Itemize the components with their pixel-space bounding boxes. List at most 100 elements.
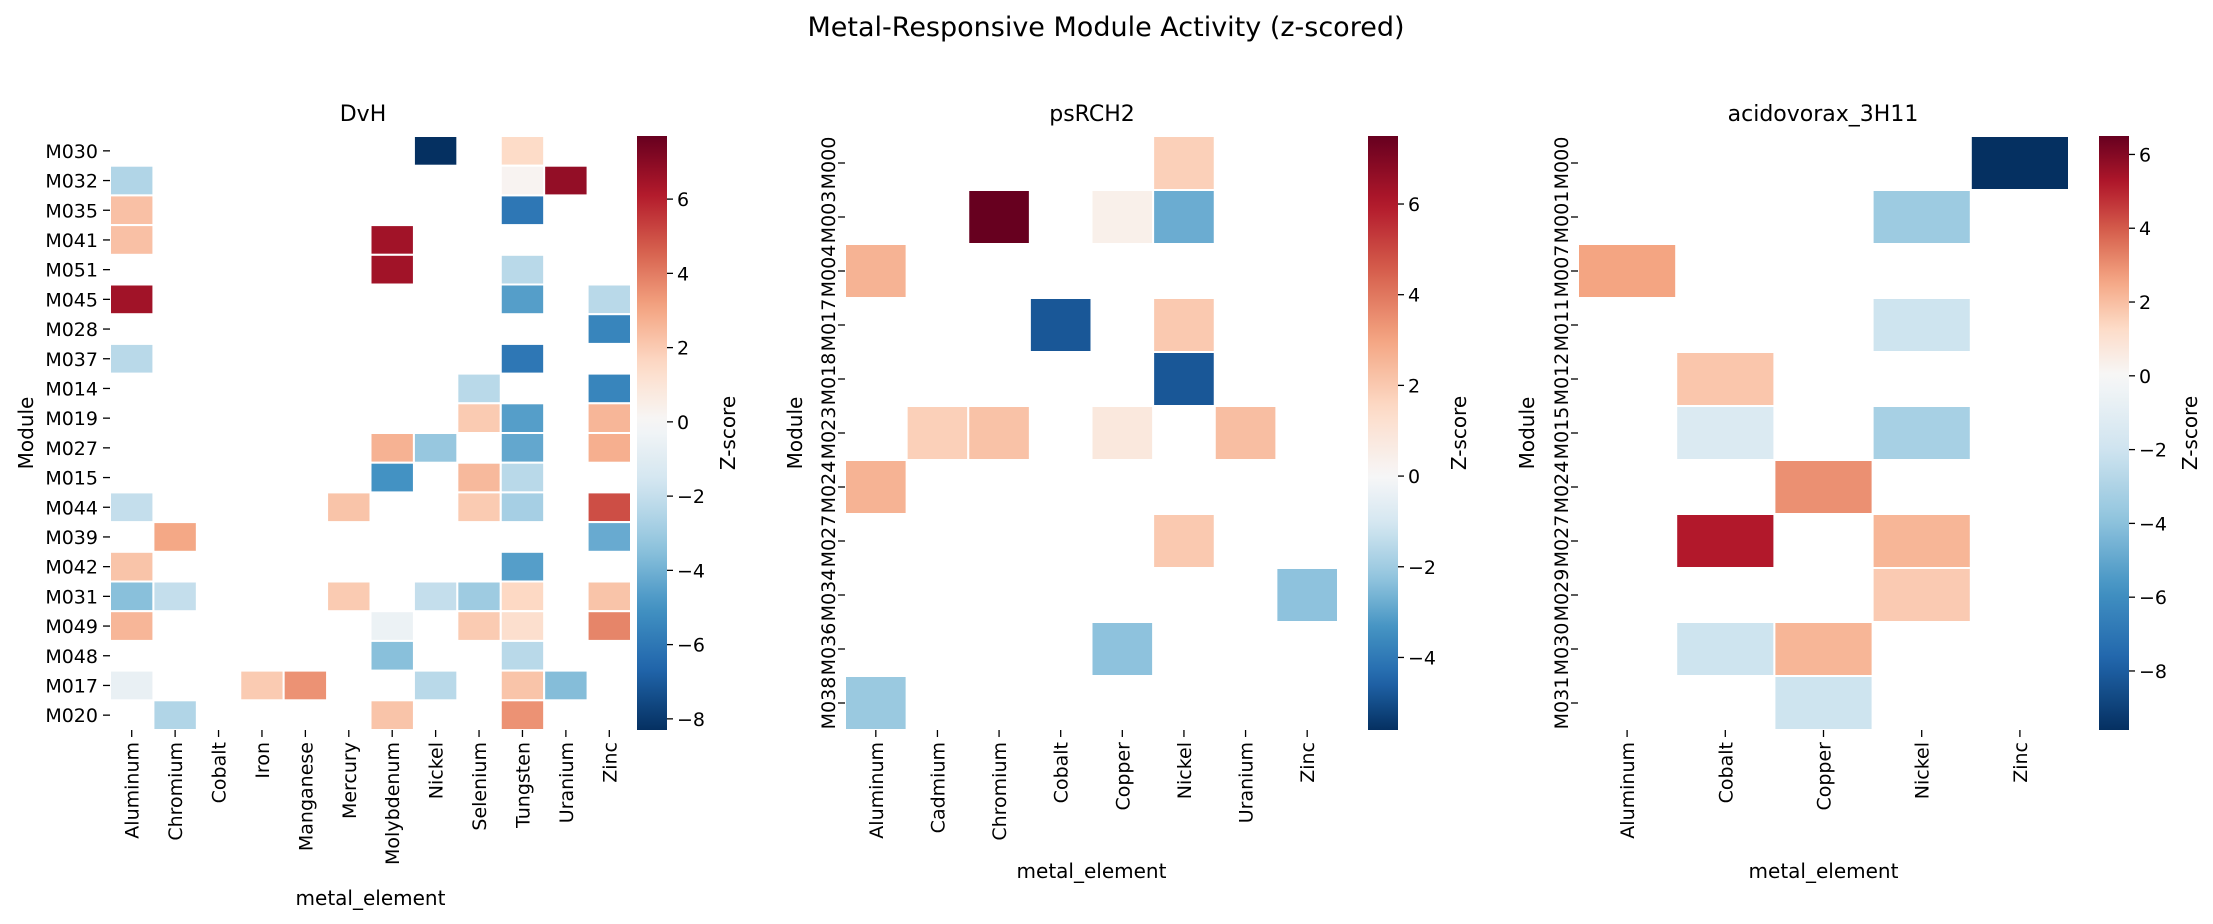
heatmap-cell [1675, 405, 1776, 461]
heatmap-cell [1028, 297, 1093, 353]
row-label: M028 [45, 319, 98, 341]
colorbar-tick-label: 0 [677, 412, 689, 434]
panel-title: psRCH2 [1049, 102, 1135, 127]
row-label: M045 [45, 289, 98, 311]
heatmap-cell [369, 432, 415, 464]
colorbar-label: Z-score [1447, 396, 1471, 470]
heatmap-cell [412, 580, 459, 613]
heatmap-cell [499, 283, 546, 316]
row-label: M012 [1551, 353, 1573, 406]
heatmap-cell [1773, 675, 1874, 731]
row-label: M027 [818, 515, 840, 568]
heatmap-cell [543, 164, 589, 197]
x-axis-label: metal_element [296, 886, 446, 910]
heatmap-cell [326, 580, 372, 613]
row-label: M027 [1551, 515, 1573, 568]
column-label: Manganese [295, 742, 317, 851]
heatmap-cell [499, 461, 546, 494]
row-label: M032 [45, 171, 98, 193]
heatmap-cell [152, 521, 198, 553]
heatmap-panel-2: psRCH2M000M003M004M017M018M023M024M027M0… [783, 102, 1471, 883]
row-label: M037 [45, 349, 98, 371]
heatmap-cell [369, 253, 415, 286]
heatmap-cell [499, 610, 546, 642]
heatmap-cell [109, 283, 155, 316]
heatmap-cell [1871, 567, 1972, 623]
row-label: M034 [818, 569, 840, 622]
heatmap-cell [1675, 621, 1776, 677]
row-label: M031 [45, 586, 98, 608]
row-label: M023 [818, 407, 840, 460]
heatmap-cell [499, 342, 546, 375]
colorbar-tick-label: −6 [2139, 587, 2167, 609]
heatmap-cell [456, 580, 502, 613]
heatmap-cell [543, 669, 589, 702]
panel-title: acidovorax_3H11 [1728, 102, 1919, 127]
heatmap-cell [586, 372, 632, 405]
x-axis-label: metal_element [1017, 859, 1167, 883]
y-axis-label: Module [14, 397, 38, 470]
column-label: Aluminum [122, 742, 144, 839]
heatmap-cell [586, 580, 632, 613]
colorbar-tick-label: 0 [2139, 366, 2151, 388]
column-label: Cobalt [209, 742, 231, 803]
column-label: Uranium [556, 742, 578, 823]
colorbar-tick-label: −8 [677, 709, 705, 731]
heatmap-cell [499, 491, 546, 524]
heatmap-cell [109, 669, 155, 702]
colorbar [2099, 136, 2129, 730]
column-label: Cobalt [1715, 742, 1737, 803]
heatmap-cell [1213, 405, 1278, 461]
row-label: M036 [818, 623, 840, 676]
heatmap-cell [109, 194, 155, 227]
heatmap-cell [1090, 621, 1155, 677]
column-label: Aluminum [1617, 742, 1639, 839]
heatmap-cell [1090, 405, 1155, 461]
row-label: M000 [1551, 137, 1573, 190]
column-label: Nickel [1174, 742, 1196, 799]
column-label: Copper [1814, 742, 1836, 811]
heatmap-cell [1152, 351, 1216, 407]
heatmap-cell [369, 610, 415, 642]
heatmap-cell [412, 432, 459, 464]
row-label: M003 [818, 191, 840, 244]
colorbar-tick-label: 6 [1408, 194, 1420, 216]
colorbar-tick-label: −4 [1408, 647, 1436, 669]
column-label: Zinc [2010, 742, 2032, 783]
heatmap-cell [499, 164, 546, 197]
heatmap-cell [1773, 621, 1874, 677]
row-label: M018 [818, 353, 840, 406]
heatmap-cell [369, 461, 415, 494]
heatmap-panel-1: DvHM030M032M035M041M051M045M028M037M014M… [14, 102, 740, 910]
row-label: M048 [45, 646, 98, 668]
column-label: Nickel [426, 742, 448, 799]
row-label: M041 [45, 230, 98, 252]
heatmap-cell [109, 580, 155, 613]
column-label: Iron [252, 742, 274, 779]
row-label: M031 [1551, 677, 1573, 730]
row-label: M020 [45, 705, 98, 727]
colorbar-tick-label: 6 [2139, 144, 2151, 166]
row-label: M024 [818, 461, 840, 514]
column-label: Zinc [599, 742, 621, 783]
heatmap-cell [1969, 135, 2071, 191]
row-label: M051 [45, 260, 98, 282]
row-label: M030 [45, 141, 98, 163]
heatmap-cell [1871, 297, 1972, 353]
column-label: Uranium [1236, 742, 1258, 823]
row-label: M015 [1551, 407, 1573, 460]
row-label: M019 [45, 408, 98, 430]
heatmap-cells [109, 135, 632, 731]
column-label: Chromium [989, 742, 1011, 841]
row-label: M029 [1551, 569, 1573, 622]
row-label: M000 [818, 137, 840, 190]
colorbar-label: Z-score [2178, 396, 2202, 470]
row-label: M004 [818, 245, 840, 298]
heatmap-cell [586, 313, 632, 345]
heatmap-cell [109, 491, 155, 524]
heatmap-cell [499, 253, 546, 286]
heatmap-cell [844, 243, 908, 299]
heatmap-cell [499, 669, 546, 702]
heatmap-cell [586, 283, 632, 316]
